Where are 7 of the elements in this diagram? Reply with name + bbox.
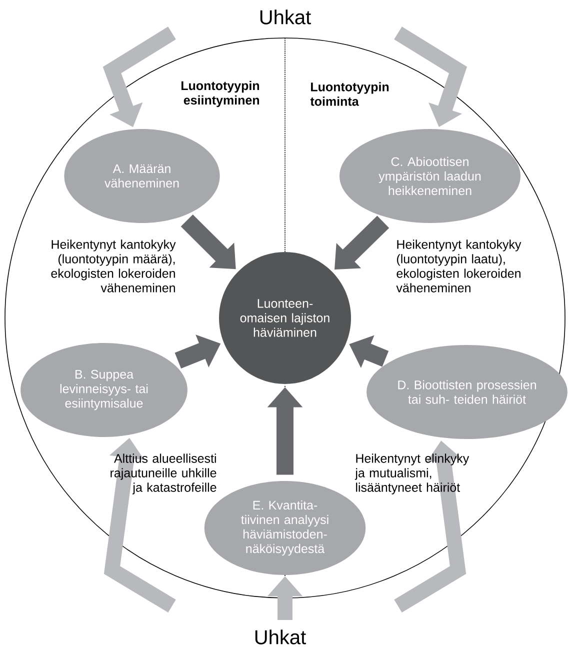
annotation-text: Heikentynyt kantokyky (luontotyypin laatu), ekologisten lokeroiden väheneminen	[396, 240, 522, 292]
section-heading: Luontotyypin toiminta	[310, 82, 389, 106]
threat-heading: Uhkat	[255, 630, 306, 644]
threat-heading: Uhkat	[260, 10, 311, 24]
section-heading: Luontotyypin esiintyminen	[181, 80, 260, 108]
annotation-text: Heikentynyt kantokyky (luontotyypin määrä), ekologisten lokeroiden väheneminen	[51, 240, 176, 292]
block-arrow	[180, 214, 236, 270]
